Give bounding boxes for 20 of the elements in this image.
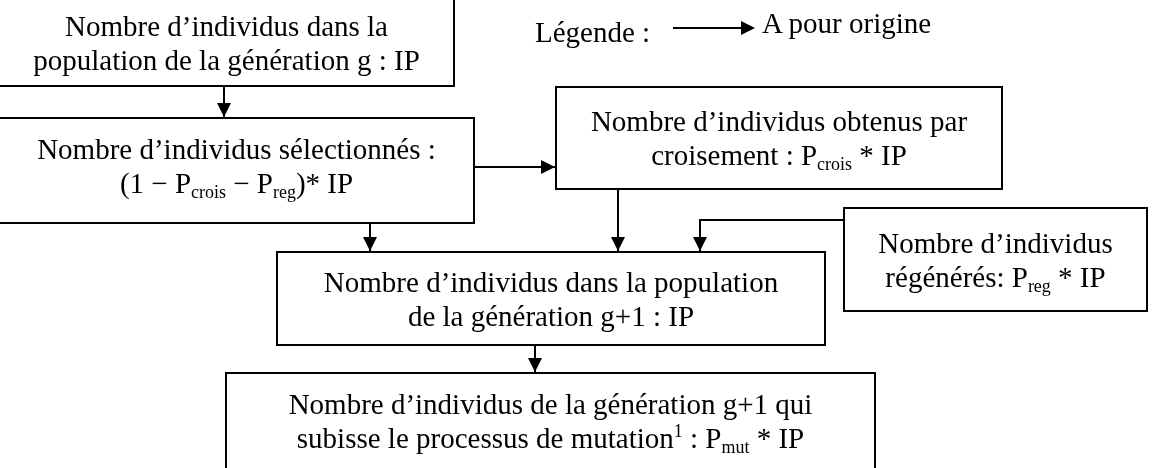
arrow bbox=[693, 219, 844, 252]
arrow bbox=[474, 160, 556, 174]
box-label: Nombre d’individus dans la population de la génération g : IP bbox=[32, 8, 421, 77]
process-box bbox=[843, 207, 1148, 312]
box-label: Nombre d’individus de la génération g+1 qui subisse le processus de mutation$^{1}$ : P$_{mut}$ * IP bbox=[287, 387, 814, 455]
process-box bbox=[0, 117, 475, 224]
arrow bbox=[217, 86, 231, 118]
box-label: Nombre d’individus dans la population de la génération g+1 : IP bbox=[322, 264, 780, 333]
legend-text: A pour origine bbox=[762, 6, 932, 40]
process-box bbox=[0, 0, 455, 87]
process-box bbox=[225, 372, 876, 468]
box-label: Nombre d’individus sélectionnés : (1 − P$_{crois}$ − P$_{reg}$)* IP bbox=[36, 131, 437, 200]
process-box bbox=[276, 251, 826, 346]
arrow bbox=[363, 223, 377, 252]
box-label: Nombre d’individus régénérés: P$_{reg}$ * IP bbox=[877, 225, 1114, 294]
box-label: Nombre d’individus obtenus par croisement : P$_{crois}$ * IP bbox=[589, 104, 969, 172]
legend-title: Légende : bbox=[535, 15, 651, 49]
arrow bbox=[528, 345, 542, 373]
process-box bbox=[555, 86, 1003, 190]
arrow bbox=[611, 189, 625, 252]
